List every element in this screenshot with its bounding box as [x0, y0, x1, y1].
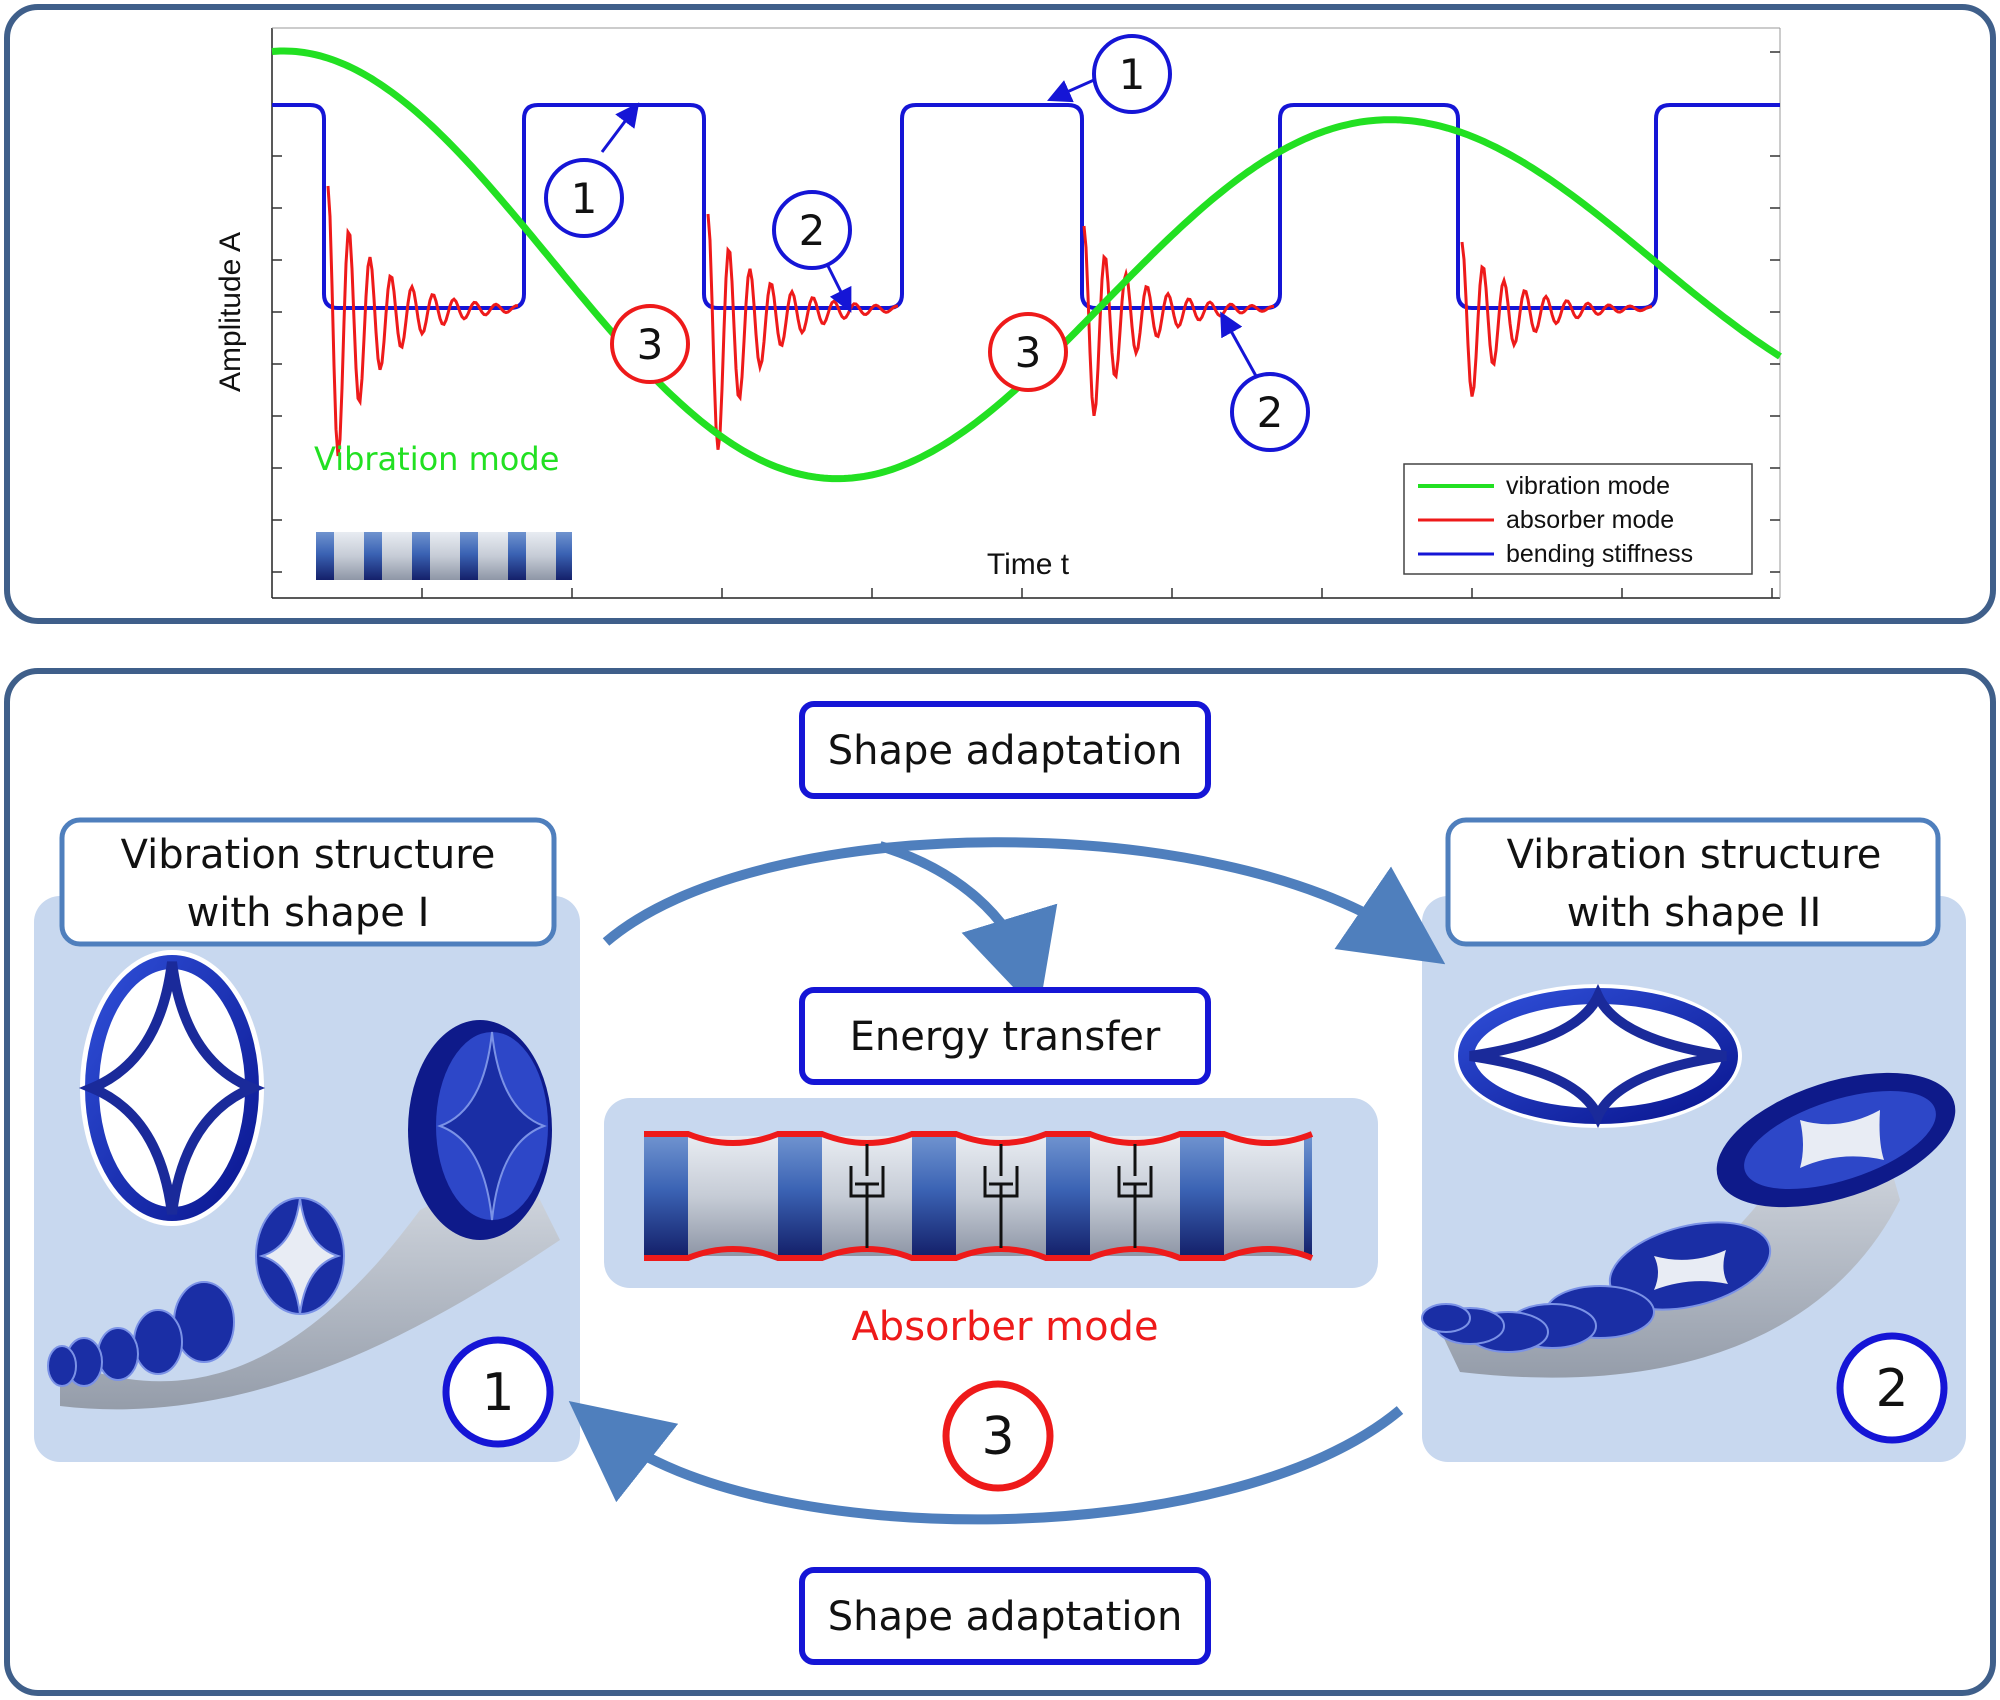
top-cycle-arrow	[602, 837, 1446, 965]
shape-one-title-box: Vibration structure with shape I	[59, 817, 557, 947]
shape-one-card: 1	[34, 896, 580, 1462]
marker-3a: 3	[610, 304, 690, 384]
shape-adaptation-bottom-box: Shape adaptation	[799, 1567, 1211, 1665]
shape-adaptation-top-box: Shape adaptation	[799, 701, 1211, 799]
shape-two-horn	[1421, 1072, 1956, 1378]
marker-3b: 3	[988, 312, 1068, 392]
bottom-cycle-arrow	[568, 1401, 1404, 1525]
shape-two-card: 2	[1421, 896, 1966, 1462]
mini-tube-icon	[316, 532, 572, 580]
shape-one-ring-icon	[78, 950, 266, 1226]
absorber-tube-card	[604, 1098, 1378, 1288]
legend-stiffness: bending stiffness	[1506, 540, 1693, 568]
marker-2a: 2	[772, 190, 852, 313]
shape-one-horn	[47, 1020, 560, 1410]
svg-text:3: 3	[981, 1407, 1014, 1467]
marker-1b: 1	[1047, 34, 1172, 114]
x-axis-label: Time t	[987, 548, 1070, 581]
svg-text:3: 3	[637, 320, 664, 369]
svg-text:Shape adaptation: Shape adaptation	[828, 1594, 1183, 1640]
svg-text:1: 1	[571, 174, 598, 223]
svg-text:1: 1	[481, 1363, 514, 1423]
marker-2b: 2	[1220, 311, 1310, 452]
energy-transfer-arrow	[878, 841, 1058, 1014]
svg-text:Vibration structure: Vibration structure	[1507, 832, 1882, 878]
absorber-mode-label: Absorber mode	[851, 1304, 1158, 1350]
shape-one-badge	[442, 1336, 554, 1448]
svg-text:2: 2	[1257, 388, 1284, 437]
shape-two-title-box: Vibration structure with shape II	[1445, 817, 1941, 947]
svg-text:with shape I: with shape I	[187, 890, 430, 936]
absorber-mode-series	[326, 185, 1652, 457]
svg-text:Energy transfer: Energy transfer	[850, 1014, 1161, 1060]
vibration-mode-annotation: Vibration mode	[314, 440, 559, 478]
svg-text:2: 2	[799, 206, 826, 255]
y-axis-label: Amplitude A	[214, 232, 247, 392]
legend: vibration mode absorber mode bending sti…	[1403, 463, 1753, 575]
energy-transfer-box: Energy transfer	[799, 987, 1211, 1085]
absorber-badge	[942, 1380, 1054, 1492]
vibration-mode-series	[271, 47, 1782, 483]
legend-absorber: absorber mode	[1506, 506, 1674, 534]
svg-text:with shape II: with shape II	[1567, 890, 1822, 936]
svg-text:Vibration structure: Vibration structure	[121, 832, 496, 878]
svg-text:1: 1	[1119, 50, 1146, 99]
legend-vibration: vibration mode	[1506, 472, 1670, 500]
shape-two-ring-icon	[1454, 983, 1742, 1129]
svg-text:2: 2	[1875, 1359, 1908, 1419]
plot-frame	[271, 27, 1781, 599]
shape-two-badge	[1836, 1332, 1948, 1444]
bending-stiffness-series	[272, 103, 1780, 310]
x-tick-marks	[421, 588, 1773, 598]
svg-text:Shape adaptation: Shape adaptation	[828, 728, 1183, 774]
marker-1a: 1	[544, 102, 640, 238]
svg-text:3: 3	[1015, 328, 1042, 377]
